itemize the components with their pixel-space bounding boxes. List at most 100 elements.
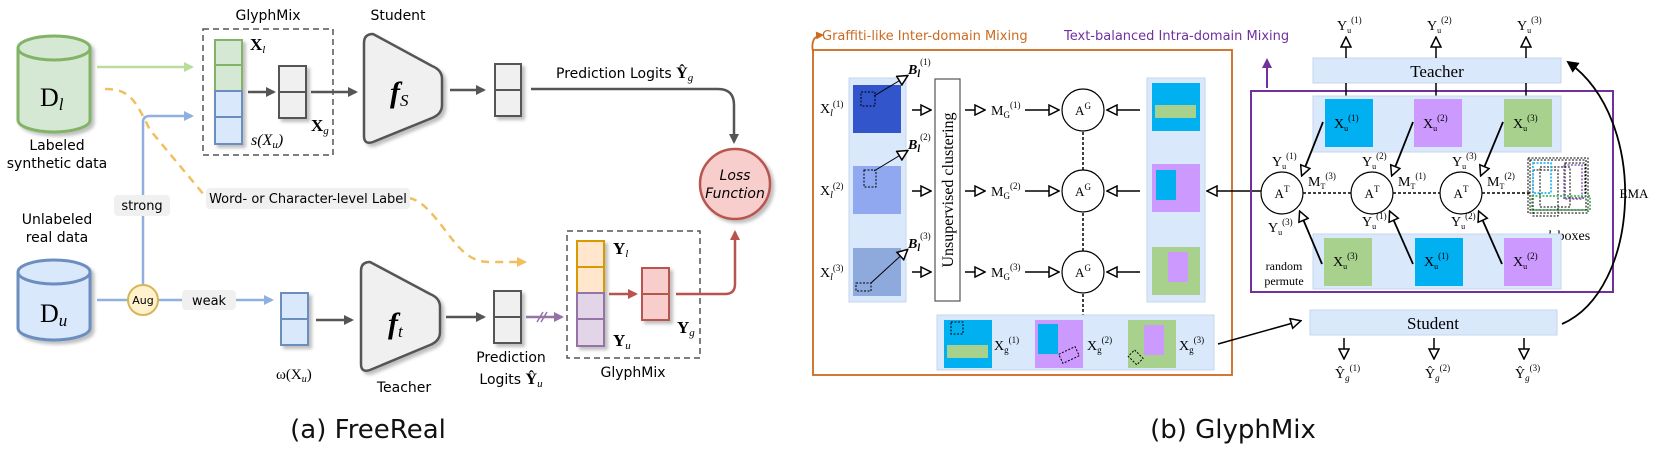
student-bar — [1309, 309, 1558, 336]
x-g-to-student-arrow — [1217, 321, 1300, 345]
b-l-3-label: Bl(3) — [907, 231, 931, 254]
clustering-label: Unsupervised clustering — [940, 112, 957, 267]
loss-function-node — [698, 147, 772, 221]
x-g-2-text-box — [1058, 346, 1080, 364]
y-u-below-2: Yu(1) — [1362, 211, 1387, 231]
y-hat-g-3: Ŷg(3) — [1515, 363, 1540, 383]
x-l-label: Xl — [250, 35, 265, 56]
m-t-2-label: MT(1) — [1398, 171, 1426, 191]
intra-mixed-1-patch — [1155, 105, 1196, 118]
caption-a: (a) FreeReal — [290, 415, 446, 445]
clustering-box — [934, 78, 961, 302]
label-to-glyphmix-dashed-arrow — [408, 196, 527, 267]
a-g-1-label: AG — [1075, 101, 1091, 118]
k-boxes-icon — [1527, 157, 1591, 217]
intra-mixed-3-patch — [1168, 252, 1188, 282]
x-u-top-2-label: Xu(2) — [1423, 113, 1448, 133]
m-g-3-label: MG(3) — [991, 262, 1020, 282]
x-u-bottom-3-image — [1504, 238, 1552, 286]
y-u-label: Yu — [613, 331, 631, 352]
b-l-2-label: Bl(2) — [907, 132, 931, 155]
a-t-node-2 — [1350, 171, 1394, 215]
x-g-label: Xg — [311, 116, 329, 137]
b-l-1-label: Bl(1) — [907, 57, 931, 80]
a-g-2-label: AG — [1075, 182, 1091, 199]
stop-grad-mark-1 — [536, 311, 544, 323]
inter-domain-box — [812, 49, 1233, 376]
panel-b-glyphmix: Graffiti-like Inter-domain Mixing Text-b… — [811, 15, 1649, 445]
a-t-1-label: AT — [1275, 184, 1290, 201]
x-u-top-1-label: Xu(1) — [1334, 113, 1359, 133]
y-u-below-3: Yu(2) — [1451, 211, 1476, 231]
pred-logits-bottom-block — [493, 290, 522, 344]
pred-logits-bottom-label-1: Prediction — [476, 350, 546, 366]
x-u-bottom-1-label: Xu(3) — [1333, 251, 1358, 271]
x-u-top-labels: Xu(1) Xu(2) Xu(3) — [1334, 113, 1538, 133]
x-l-3-label: Xl(3) — [820, 263, 843, 283]
teacher-bar-label: Teacher — [1410, 62, 1464, 81]
y-u-top-3: Yu(3) — [1517, 15, 1542, 35]
panel-a-freereal: Dl Labeled synthetic data Unlabeled real… — [7, 8, 772, 445]
x-l-block — [214, 39, 243, 145]
y-u-top-1: Yu(1) — [1337, 15, 1362, 35]
x-u-bottom-1-to-a-t-arrow — [1300, 212, 1323, 265]
label-tag-bg — [206, 188, 410, 209]
a-g-node-2 — [1061, 169, 1105, 213]
b-l-1-arrow — [873, 76, 907, 97]
intra-mixed-2-patch — [1156, 170, 1176, 200]
x-l-2-label: Xl(2) — [820, 181, 843, 201]
pred-logits-top-label: Prediction Logits Ŷg — [556, 63, 694, 84]
a-g-node-3 — [1061, 250, 1105, 294]
student-output-labels: Ŷg(1) Ŷg(2) Ŷg(3) — [1335, 363, 1540, 383]
inter-domain-title-arrow — [811, 31, 824, 53]
y-g-label: Yg — [677, 318, 695, 339]
weak-xu-block — [280, 292, 309, 346]
x-g-3-patch — [1144, 325, 1164, 355]
random-permute-label-1: random — [1266, 259, 1303, 273]
x-g-1-label: Xg(1) — [994, 335, 1019, 355]
loss-label-1: Loss — [720, 168, 751, 184]
x-g-2-label: Xg(2) — [1087, 335, 1112, 355]
weak-tag: weak — [192, 294, 227, 309]
x-u-bottom-2-image — [1415, 238, 1463, 286]
x-u-bottom-labels: Xu(3) Xu(1) Xu(2) — [1333, 251, 1538, 271]
pred-logits-bottom-label-2: Logits Ŷu — [479, 369, 543, 390]
y-l-y-u-block — [576, 240, 605, 347]
strong-tag-bg — [114, 195, 170, 216]
y-u-above-3: Yu(3) — [1452, 151, 1477, 171]
m-g-1-label: MG(1) — [991, 100, 1020, 120]
student-bar-label: Student — [1407, 314, 1459, 333]
y-u-below-1: Yu(3) — [1268, 217, 1293, 237]
strong-tag: strong — [121, 199, 162, 214]
strong-aug-arrow — [141, 111, 194, 290]
caption-b: (b) GlyphMix — [1150, 415, 1316, 445]
labeled-db-symbol: Dl — [40, 83, 64, 114]
x-g-1-patch — [947, 345, 988, 358]
text-box-2 — [863, 169, 877, 188]
a-t-node-3 — [1439, 171, 1483, 215]
labeled-database-icon — [16, 34, 92, 134]
unlabeled-db-label-1: Unlabeled — [22, 212, 92, 228]
label-dashed-path — [104, 87, 216, 200]
b-l-3-arrow — [870, 250, 907, 284]
x-g-block — [278, 65, 307, 119]
loss-label-2: Function — [705, 186, 765, 202]
intra-domain-box — [1250, 90, 1614, 293]
x-u-bottom-1-image — [1324, 238, 1372, 286]
yg-to-loss-arrow — [676, 230, 740, 296]
x-l-2-image — [853, 166, 901, 214]
label-tag: Word- or Character-level Label — [209, 192, 407, 207]
glyphmix-bottom-title: GlyphMix — [600, 365, 665, 381]
a-t-labels: AT AT AT — [1275, 184, 1469, 201]
x-u-bottom-3-to-a-t-arrow — [1479, 212, 1503, 265]
random-permute-label-2: permute — [1264, 274, 1303, 288]
text-box-3 — [855, 282, 872, 292]
m-t-3-label: MT(2) — [1487, 171, 1515, 191]
omega-xu-label: ω(Xu) — [276, 367, 312, 385]
teacher-title: Teacher — [376, 380, 432, 396]
m-g-2-label: MG(2) — [991, 181, 1020, 201]
x-u-bottom-2-to-a-t-arrow — [1390, 212, 1414, 265]
student-symbol: fS — [390, 76, 409, 110]
x-l-3-image — [853, 248, 901, 296]
a-t-3-label: AT — [1454, 184, 1469, 201]
